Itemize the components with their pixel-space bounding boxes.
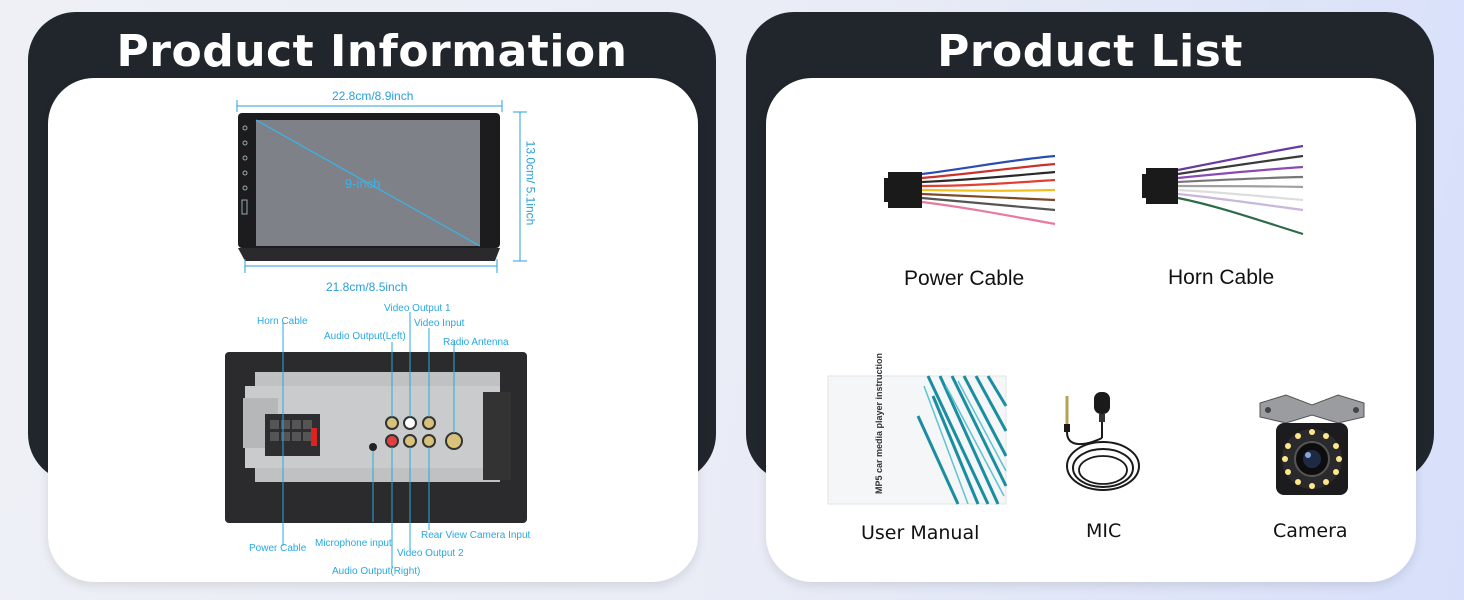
item-label-user-manual: User Manual — [861, 522, 980, 544]
horn-cable-illustration — [1142, 144, 1304, 236]
label-power-cable: Power Cable — [249, 543, 307, 554]
product-list-card — [766, 78, 1416, 582]
power-cable-illustration — [884, 154, 1056, 226]
camera-illustration — [1259, 394, 1365, 495]
label-radio-antenna: Radio Antenna — [443, 337, 509, 348]
label-video-output-2: Video Output 2 — [397, 548, 464, 559]
head-unit-front-illustration — [236, 100, 527, 273]
label-audio-output-left: Audio Output(Left) — [324, 331, 406, 342]
item-label-mic: MIC — [1086, 520, 1122, 542]
product-information-title: Product Information — [116, 26, 628, 77]
screen-size-label: 9-inch — [345, 176, 381, 191]
bottom-width-dimension: 21.8cm/8.5inch — [326, 280, 408, 294]
label-rear-view-camera-input: Rear View Camera Input — [421, 530, 531, 541]
mic-illustration — [1064, 392, 1140, 491]
label-microphone-input: Microphone input — [315, 538, 392, 549]
top-width-dimension: 22.8cm/8.9inch — [332, 89, 414, 103]
item-label-camera: Camera — [1273, 520, 1348, 542]
manual-cover-text: MP5 car media player instruction — [874, 353, 884, 494]
label-video-input: Video Input — [414, 318, 465, 329]
product-list-title: Product List — [937, 26, 1243, 77]
user-manual-illustration: MP5 car media player instruction — [827, 353, 1008, 505]
head-unit-rear-illustration — [225, 312, 527, 568]
label-audio-output-right: Audio Output(Right) — [332, 566, 421, 577]
label-horn-cable: Horn Cable — [257, 316, 308, 327]
label-video-output-1: Video Output 1 — [384, 303, 451, 314]
item-label-power-cable: Power Cable — [904, 267, 1025, 290]
height-dimension: 13.0cm/ 5.1inch — [523, 140, 538, 226]
item-label-horn-cable: Horn Cable — [1168, 266, 1275, 289]
